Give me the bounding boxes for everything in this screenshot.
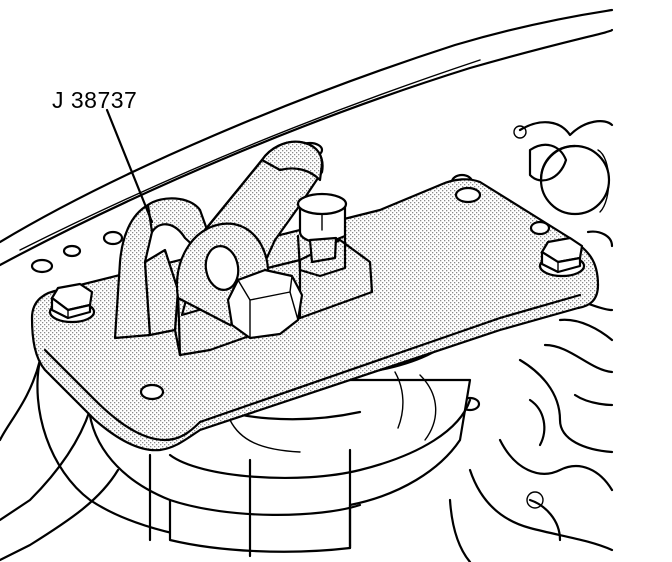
plate-hole — [454, 186, 482, 204]
plate-hole — [139, 383, 165, 401]
right-bolt — [538, 236, 586, 278]
plunger-pin — [296, 192, 348, 278]
callout-leader — [105, 108, 154, 224]
tool-callout-label: J 38737 — [52, 87, 138, 113]
left-bolt — [48, 282, 96, 324]
pivot-bolt — [226, 268, 304, 340]
plate-hole — [529, 220, 551, 236]
tool-base-plate — [30, 178, 600, 452]
